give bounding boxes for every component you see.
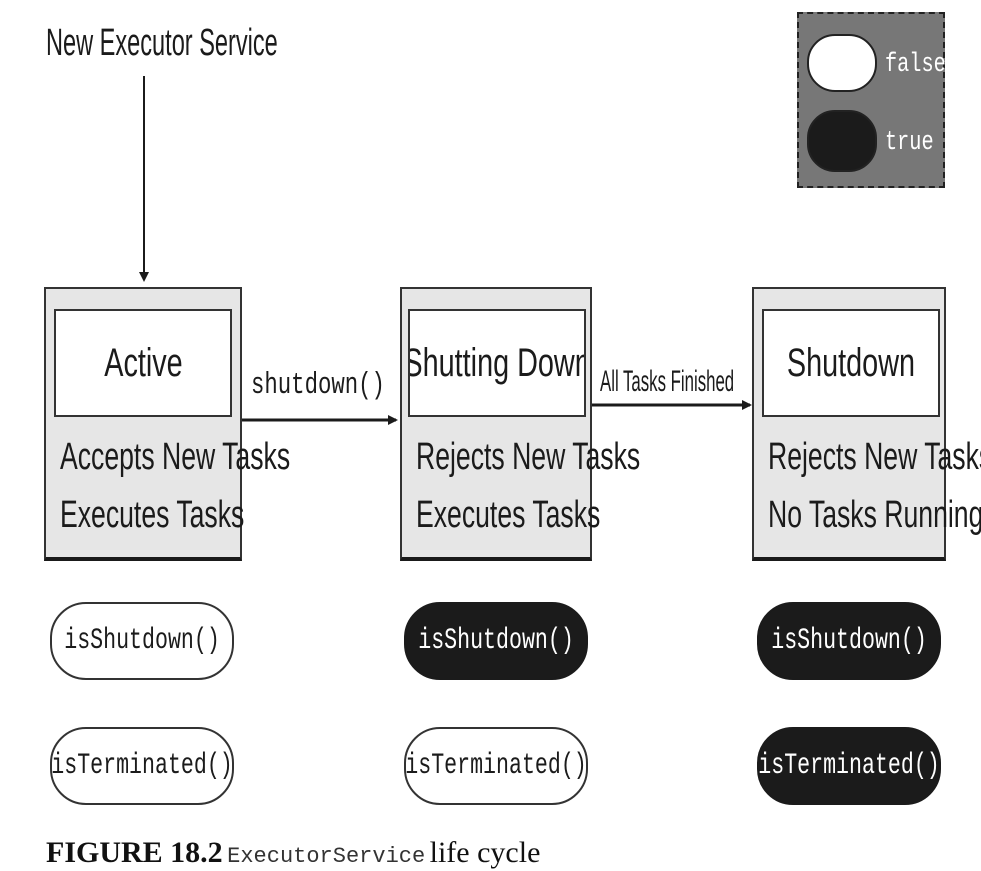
legend: false true: [797, 12, 946, 188]
start-label: New Executor Service: [46, 22, 278, 64]
pill-is-terminated-shutdown: isTerminated(): [757, 727, 941, 805]
caption-text: life cycle: [429, 836, 541, 869]
state-shutdown: Shutdown Rejects New Tasks No Tasks Runn…: [752, 287, 981, 561]
pill-is-shutdown-active: isShutdown(): [50, 602, 234, 680]
state-active-title: Active: [54, 309, 232, 417]
legend-true-label: true: [885, 128, 934, 158]
pill-is-terminated-shutting-down: isTerminated(): [404, 727, 588, 805]
state-shutting-down-line1: Rejects New Tasks: [416, 436, 641, 478]
legend-false-swatch: [807, 34, 877, 92]
pill-is-terminated-active: isTerminated(): [50, 727, 234, 805]
state-active-line1: Accepts New Tasks: [60, 436, 291, 478]
transition-label-all-tasks-finished: All Tasks Finished: [600, 365, 735, 398]
pill-is-shutdown-shutdown: isShutdown(): [757, 602, 941, 680]
state-shutting-down: Shutting Down Rejects New Tasks Executes…: [400, 287, 640, 561]
legend-true-swatch: [807, 110, 877, 172]
figure-caption: FIGURE 18.2 ExecutorService life cycle: [46, 836, 540, 870]
legend-false-label: false: [885, 50, 946, 80]
pill-is-shutdown-shutting-down: isShutdown(): [404, 602, 588, 680]
state-active-line2: Executes Tasks: [60, 494, 245, 536]
transition-label-shutdown: shutdown(): [251, 368, 385, 403]
state-shutting-down-title: Shutting Down: [408, 309, 586, 417]
caption-figure-number: FIGURE 18.2: [46, 836, 223, 869]
state-shutdown-title: Shutdown: [762, 309, 940, 417]
caption-code: ExecutorService: [227, 844, 426, 869]
state-shutdown-line2: No Tasks Running: [768, 494, 981, 536]
state-active: Active Accepts New Tasks Executes Tasks: [44, 287, 290, 561]
state-shutdown-line1: Rejects New Tasks: [768, 436, 981, 478]
state-shutting-down-line2: Executes Tasks: [416, 494, 601, 536]
